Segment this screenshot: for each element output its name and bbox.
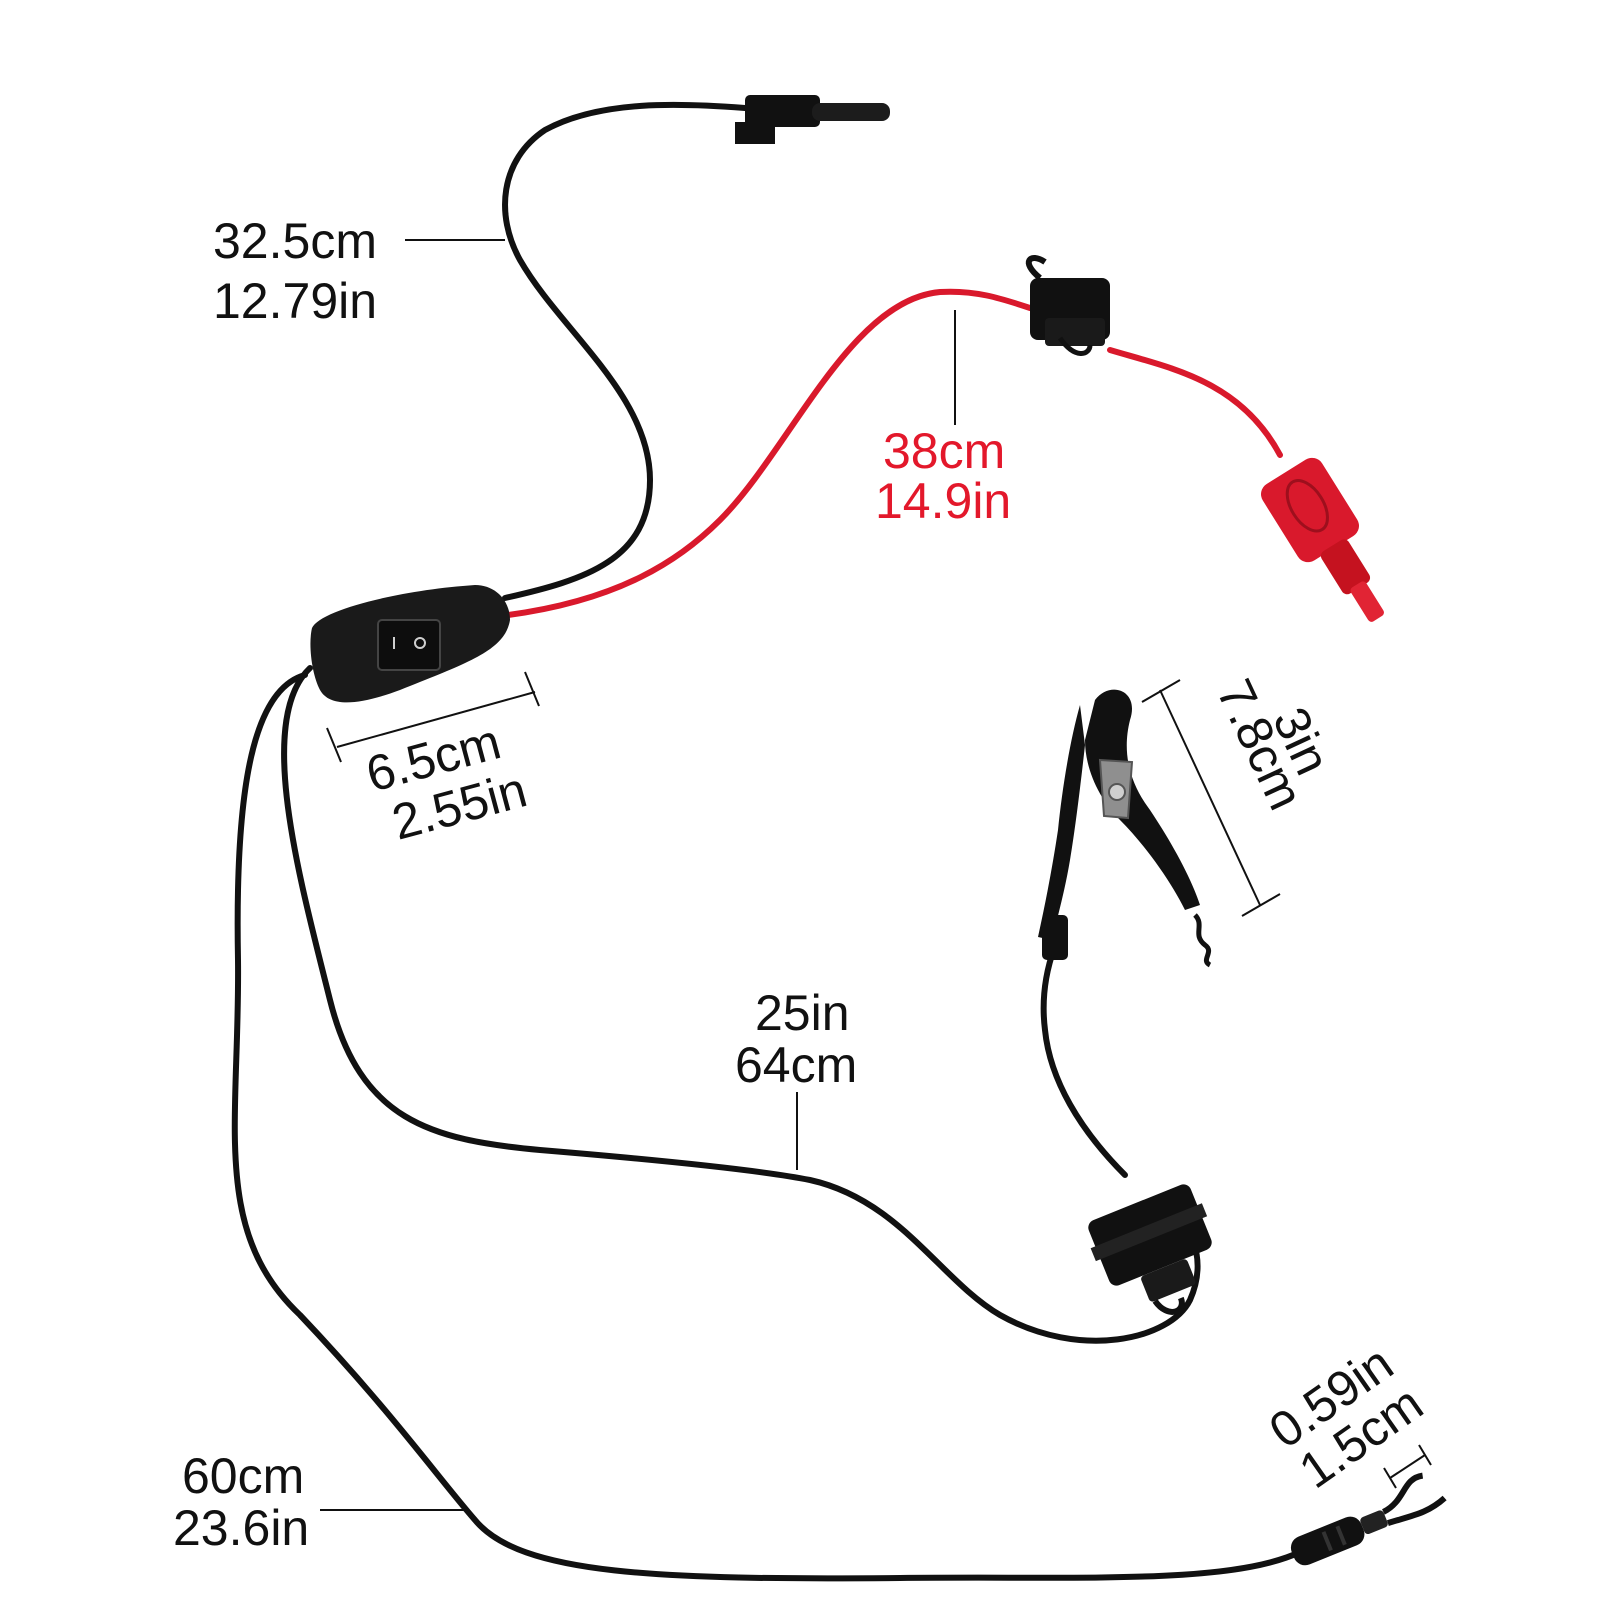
black-plug-icon bbox=[735, 95, 890, 144]
red-cable-length-cm: 38cm bbox=[883, 423, 1005, 479]
middle-cable-length-in: 25in bbox=[755, 985, 850, 1041]
red-fuse-holder-icon bbox=[1025, 255, 1110, 356]
outer-black-wire bbox=[231, 672, 1303, 1582]
terminal-dimension-line bbox=[1383, 1444, 1432, 1489]
switch-dimension-line bbox=[326, 671, 540, 763]
fork-terminal-icon bbox=[1290, 1472, 1447, 1566]
red-wire bbox=[505, 288, 1033, 618]
middle-cable-length-cm: 64cm bbox=[735, 1037, 857, 1093]
clip-dimension-line bbox=[1141, 679, 1281, 917]
top-cable-length-cm: 32.5cm bbox=[213, 213, 377, 269]
red-cable-length-in: 14.9in bbox=[875, 473, 1011, 529]
rocker-switch-icon bbox=[310, 585, 510, 703]
red-plug-icon bbox=[1261, 457, 1384, 622]
clip-lead-wire bbox=[1040, 942, 1128, 1178]
top-black-wire bbox=[502, 101, 748, 601]
alligator-clip-icon bbox=[1038, 689, 1212, 968]
top-cable-length-in: 12.79in bbox=[213, 273, 377, 329]
bottom-cable-length-in: 23.6in bbox=[173, 1500, 309, 1556]
bottom-cable-length-cm: 60cm bbox=[182, 1448, 304, 1504]
red-wire-end bbox=[1107, 347, 1283, 458]
middle-black-wire bbox=[281, 665, 1201, 1344]
black-fuse-holder-icon bbox=[1088, 1184, 1212, 1315]
